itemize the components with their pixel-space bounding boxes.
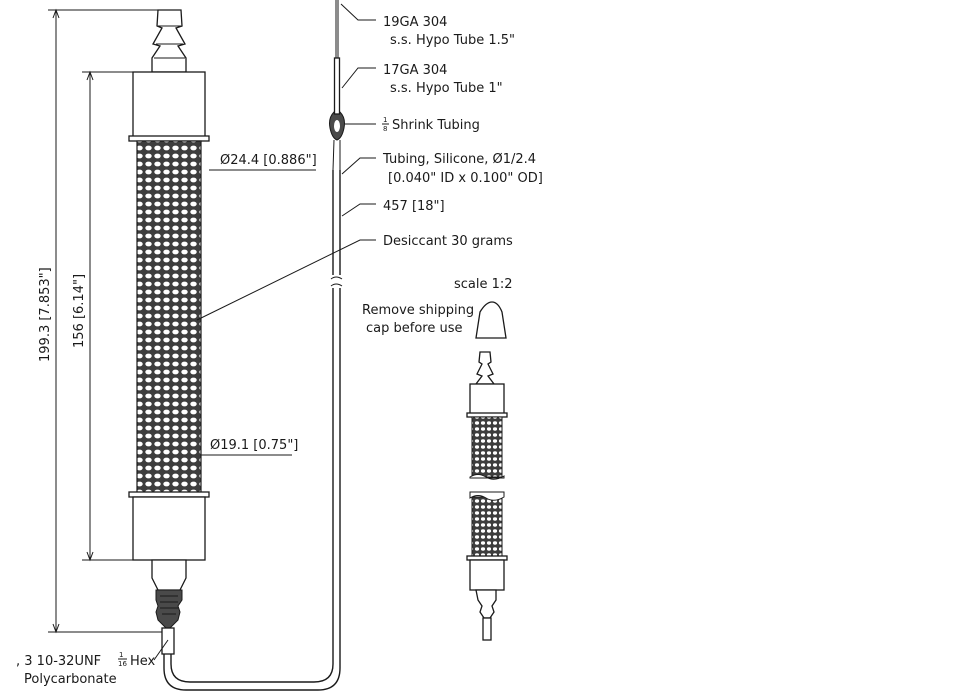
label-shrink-den: 8 [383, 125, 387, 133]
desiccant-mesh-body [136, 140, 202, 494]
label-remove-1: Remove shipping [362, 303, 474, 318]
hypo-tube-17ga [333, 57, 341, 115]
tube-break-lower [330, 283, 343, 287]
scale-mesh-lower [471, 496, 503, 557]
scale-view-assembly [466, 301, 508, 641]
bottom-barb-fitting [151, 559, 187, 591]
label-length: 457 [18"] [383, 199, 445, 214]
label-silicone: Tubing, Silicone, Ø1/2.4 [382, 152, 536, 167]
top-barb-fitting [151, 9, 187, 73]
hypo-tube-19ga [335, 0, 339, 58]
tube-break-upper [330, 276, 343, 280]
label-remove-2: cap before use [366, 321, 462, 336]
label-hypo17-sub: s.s. Hypo Tube 1" [390, 81, 503, 96]
label-desiccant: Desiccant 30 grams [383, 234, 513, 249]
label-thread-den: 16 [118, 660, 127, 668]
callout-leaders [153, 3, 376, 661]
label-hypo19-sub: s.s. Hypo Tube 1.5" [390, 33, 515, 48]
label-dim-body: 156 [6.14"] [72, 274, 87, 348]
bottom-end-cap [132, 496, 206, 561]
label-hypo19: 19GA 304 [383, 15, 447, 30]
label-shrink-num: 1 [383, 116, 387, 124]
label-scale: scale 1:2 [454, 277, 513, 292]
label-silicone-sub: [0.040" ID x 0.100" OD] [388, 171, 543, 186]
shipping-cap [475, 301, 507, 339]
label-dia-outer: Ø24.4 [0.886"] [220, 153, 317, 168]
label-material: Polycarbonate [24, 672, 117, 687]
main-dryer-assembly [128, 0, 345, 691]
label-shrink: Shrink Tubing [392, 118, 480, 133]
scale-mesh-upper [471, 416, 503, 478]
silicone-tube-loop [163, 288, 341, 691]
label-dim-overall: 199.3 [7.853"] [38, 267, 53, 362]
label-thread-b: Hex [130, 654, 156, 669]
label-dia-inner: Ø19.1 [0.75"] [210, 438, 298, 453]
dimension-lines [48, 8, 316, 634]
label-hypo17: 17GA 304 [383, 63, 447, 78]
top-end-cap [132, 71, 206, 139]
label-thread-num: 1 [119, 651, 123, 659]
label-thread-a: , 3 10-32UNF [16, 654, 101, 669]
callout-labels: 19GA 304 s.s. Hypo Tube 1.5" 17GA 304 s.… [16, 15, 543, 687]
